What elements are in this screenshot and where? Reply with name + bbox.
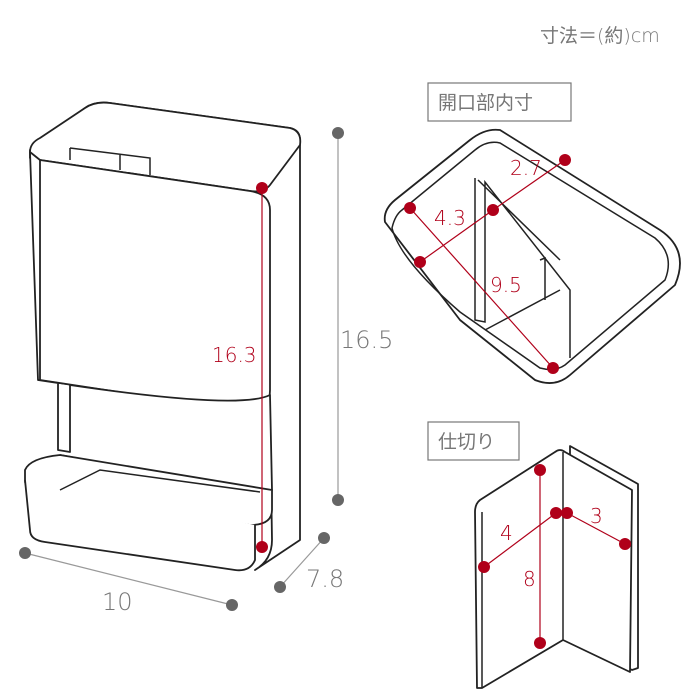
label-partition-8: 8 [523, 567, 536, 591]
label-partition-4: 4 [500, 521, 513, 545]
opening-drawing [383, 128, 681, 384]
label-opening-9-5: 9.5 [490, 273, 522, 297]
label-outer-height: 16.5 [340, 326, 393, 354]
opening-title: 開口部内寸 [438, 92, 533, 114]
label-depth: 7.8 [306, 565, 344, 593]
partition-drawing [474, 445, 639, 689]
partition-title-box [427, 421, 520, 461]
partition-title: 仕切り [438, 431, 495, 453]
stand-drawing [24, 101, 302, 572]
opening-title-box [427, 82, 572, 122]
label-partition-3: 3 [590, 504, 603, 528]
label-opening-4-3: 4.3 [434, 206, 466, 230]
label-width: 10 [102, 588, 133, 616]
dim-line-width [24, 552, 233, 606]
label-opening-2-7: 2.7 [510, 156, 542, 180]
unit-note: 寸法＝(約)cm [540, 25, 660, 47]
label-inner-height: 16.3 [212, 343, 257, 367]
dim-line-depth [279, 537, 325, 588]
